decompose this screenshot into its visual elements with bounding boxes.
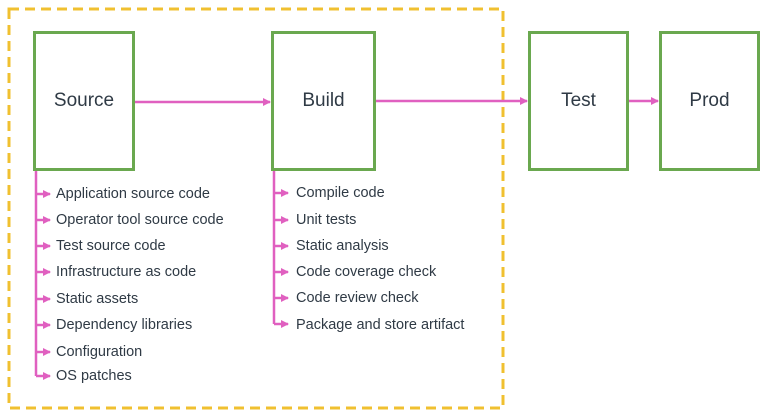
build-stage-box: Build [271, 31, 376, 171]
prod-stage-box: Prod [659, 31, 760, 171]
build-stage-label: Build [302, 90, 345, 111]
source-item-label: Dependency libraries [56, 317, 193, 333]
source-item-label: Infrastructure as code [56, 264, 197, 280]
source-stage-box: Source [33, 31, 135, 171]
test-stage-label: Test [561, 90, 596, 111]
build-item-label: Static analysis [296, 238, 389, 254]
source-item-label: Operator tool source code [56, 212, 224, 228]
build-item-label: Package and store artifact [296, 317, 465, 333]
source-item-label: Configuration [56, 344, 143, 360]
build-item-label: Unit tests [296, 212, 357, 228]
source-item-label: Application source code [56, 186, 210, 202]
build-item-label: Code review check [296, 290, 419, 306]
prod-stage-label: Prod [689, 90, 730, 111]
build-item-label: Compile code [296, 185, 385, 201]
source-item-label: Static assets [56, 291, 139, 307]
source-item-label: OS patches [56, 368, 132, 384]
test-stage-box: Test [528, 31, 629, 171]
source-build-group-border [7, 7, 505, 410]
source-stage-label: Source [53, 90, 115, 111]
source-item-label: Test source code [56, 238, 166, 254]
build-item-label: Code coverage check [296, 264, 437, 280]
